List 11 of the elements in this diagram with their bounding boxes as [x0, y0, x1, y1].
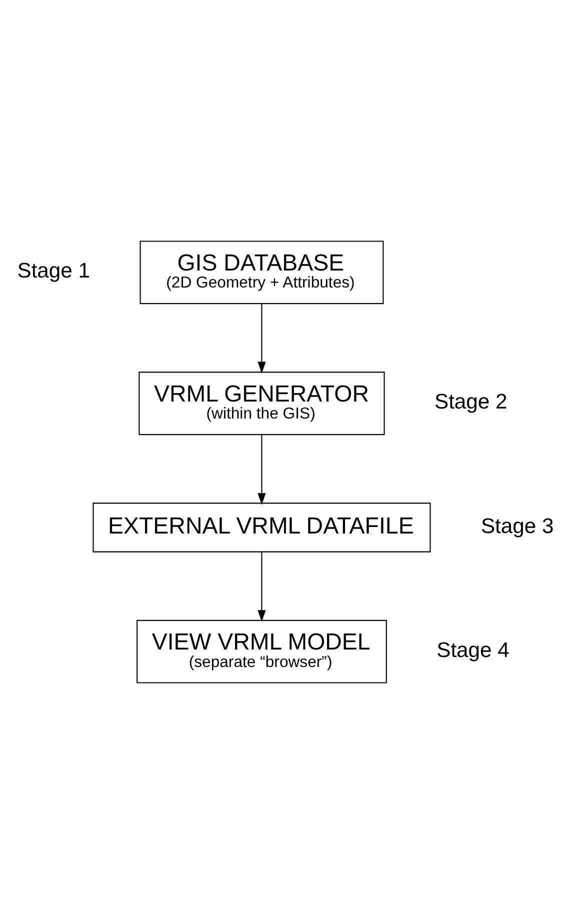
node-label: Stage 2: [434, 390, 508, 414]
node-label: Stage 4: [436, 638, 510, 662]
node-label: Stage 1: [17, 260, 90, 283]
arrow: [258, 304, 266, 374]
arrow: [258, 552, 266, 622]
arrow: [258, 434, 266, 505]
node-box: EXTERNAL VRML DATAFILE: [92, 502, 431, 552]
node-label: Stage 3: [480, 514, 554, 538]
node-box: VRML GENERATOR (within the GIS): [138, 372, 385, 436]
node-box: VIEW VRML MODEL (separate “browser”): [136, 620, 387, 684]
node-box: GIS DATABASE (2D Geometry + Attributes): [140, 240, 384, 304]
